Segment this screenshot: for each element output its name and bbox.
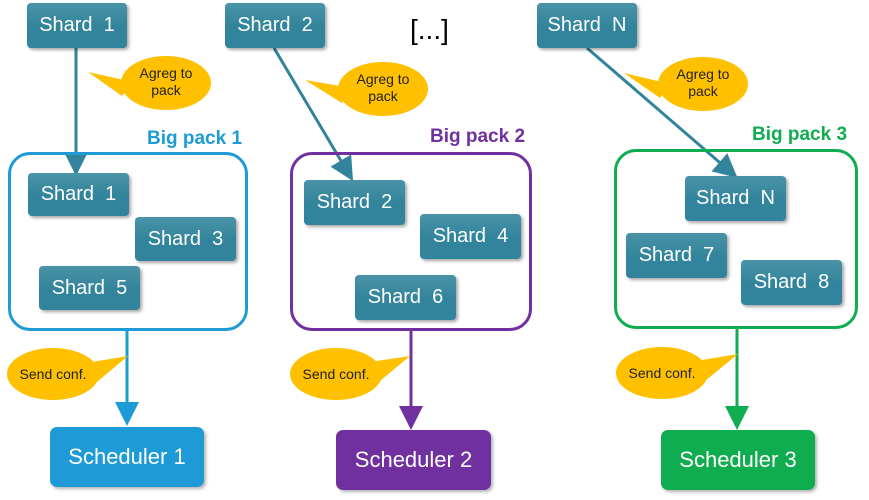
callout-aggregate-1-bubble xyxy=(121,56,211,110)
arrow-shardn-to-pack3 xyxy=(586,46,738,178)
pack-3-shard-7: Shard 7 xyxy=(626,233,727,278)
callout-aggregate-3 xyxy=(624,73,670,98)
ellipsis: [...] xyxy=(410,14,449,45)
callout-send-1-bubble xyxy=(7,348,99,400)
pack-3-shard-n: Shard N xyxy=(685,176,786,221)
pack-1-shard-3: Shard 3 xyxy=(135,217,236,261)
callout-send-2-text: Send conf. xyxy=(302,366,370,382)
callout-aggregate-2-bubble xyxy=(338,62,428,116)
callout-send-3-bubble xyxy=(616,347,708,399)
callout-aggregate-3-bubble xyxy=(658,57,748,111)
callout-send-1-text: Send conf. xyxy=(19,366,87,382)
callout-aggregate-3-text: Agreg to pack xyxy=(676,66,730,99)
scheduler-3: Scheduler 3 xyxy=(661,430,815,490)
big-pack-2 xyxy=(290,152,532,331)
scheduler-1: Scheduler 1 xyxy=(50,427,204,487)
scheduler-2: Scheduler 2 xyxy=(336,430,491,490)
pack-2-shard-6: Shard 6 xyxy=(355,275,456,320)
source-shard-1: Shard 1 xyxy=(27,3,127,48)
pack-1-title: Big pack 1 xyxy=(147,128,243,149)
source-shard-n: Shard N xyxy=(537,3,637,48)
pack-2-shard-2: Shard 2 xyxy=(304,180,405,225)
callout-send-2-bubble xyxy=(290,348,382,400)
pack-3-shard-8: Shard 8 xyxy=(741,260,842,305)
callout-aggregate-1 xyxy=(88,72,133,96)
big-pack-3 xyxy=(614,149,858,329)
callout-aggregate-1-text: Agreg to pack xyxy=(139,65,193,98)
pack-3-title: Big pack 3 xyxy=(752,124,848,145)
source-shard-2: Shard 2 xyxy=(225,3,325,48)
pack-1-shard-1: Shard 1 xyxy=(28,173,129,216)
pack-2-title: Big pack 2 xyxy=(430,126,526,147)
callout-aggregate-2-text: Agreg to pack xyxy=(356,71,410,104)
pack-1-shard-5: Shard 5 xyxy=(39,266,140,310)
callout-send-3-text: Send conf. xyxy=(628,365,696,381)
big-pack-1 xyxy=(8,152,248,331)
pack-2-shard-4: Shard 4 xyxy=(420,214,521,259)
